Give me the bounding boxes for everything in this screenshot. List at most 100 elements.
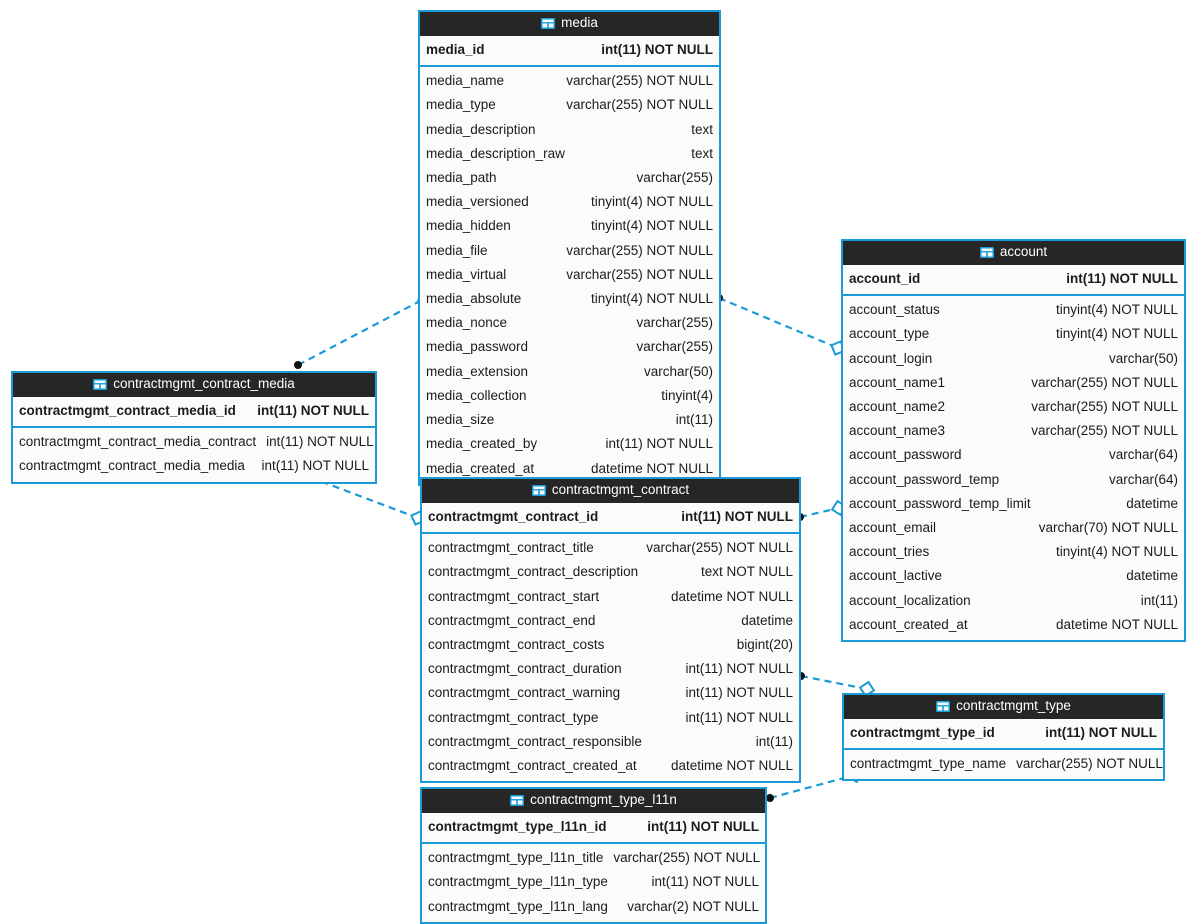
- attribute-name: account_status: [849, 302, 940, 318]
- attribute-name: contractmgmt_contract_id: [428, 508, 599, 524]
- attribute-name: contractmgmt_contract_description: [428, 564, 639, 580]
- attribute-type: varchar(255) NOT NULL: [1031, 423, 1178, 439]
- attribute-name: contractmgmt_contract_type: [428, 709, 599, 725]
- primary-key-section: contractmgmt_contract_id int(11) NOT NULL: [422, 503, 799, 535]
- attribute-type: datetime: [741, 612, 793, 628]
- attribute-type: int(11) NOT NULL: [651, 874, 759, 890]
- entity-header-contractmgmt_type[interactable]: contractmgmt_type: [844, 695, 1163, 719]
- attribute-type: datetime NOT NULL: [670, 758, 793, 774]
- attribute-type: datetime: [1126, 495, 1178, 511]
- attribute-type: tinyint(4) NOT NULL: [1055, 544, 1178, 560]
- attribute-name: account_name3: [849, 423, 946, 439]
- attribute-name: contractmgmt_contract_title: [428, 540, 594, 556]
- attribute-name: account_email: [849, 520, 937, 536]
- relationship-line: [297, 298, 425, 366]
- attribute-name: contractmgmt_contract_start: [428, 588, 600, 604]
- relationship-rel-media-account[interactable]: [715, 294, 846, 356]
- relationship-rel-contract-account[interactable]: [796, 499, 848, 521]
- entity-header-contractmgmt_type_l11n[interactable]: contractmgmt_type_l11n: [422, 789, 765, 813]
- entity-header-contractmgmt_contract[interactable]: contractmgmt_contract: [422, 479, 799, 503]
- attribute-type: varchar(255): [636, 339, 713, 355]
- attribute-row[interactable]: account_name3 varchar(255) NOT NULL: [843, 419, 1184, 443]
- attribute-row[interactable]: media_password varchar(255): [420, 335, 719, 359]
- attribute-row-primary-key[interactable]: contractmgmt_contract_id int(11) NOT NULL: [422, 505, 799, 529]
- attribute-name: media_password: [426, 339, 529, 355]
- entity-contractmgmt_type_l11n[interactable]: contractmgmt_type_l11n contractmgmt_type_…: [420, 787, 767, 924]
- entity-title: media: [561, 15, 598, 30]
- relationship-rel-ccm-media[interactable]: [294, 291, 432, 369]
- attribute-name: contractmgmt_type_l11n_title: [428, 850, 604, 866]
- attribute-name: contractmgmt_contract_media_media: [19, 458, 245, 474]
- attribute-type: int(11) NOT NULL: [261, 458, 369, 474]
- attribute-name: media_virtual: [426, 266, 507, 282]
- attribute-type: int(11) NOT NULL: [685, 661, 793, 677]
- attribute-type: varchar(50): [643, 363, 713, 379]
- attribute-type: datetime NOT NULL: [1055, 616, 1178, 632]
- entity-header-media[interactable]: media: [420, 12, 719, 36]
- attribute-name: media_nonce: [426, 315, 508, 331]
- entity-title: contractmgmt_type_l11n: [530, 792, 677, 807]
- attribute-type: int(11) NOT NULL: [605, 436, 713, 452]
- entity-header-account[interactable]: account: [843, 241, 1184, 265]
- attribute-type: int(11) NOT NULL: [266, 434, 374, 450]
- attribute-type: int(11) NOT NULL: [681, 508, 793, 524]
- attribute-row[interactable]: contractmgmt_contract_media_media int(11)…: [13, 454, 375, 478]
- entity-header-contractmgmt_contract_media[interactable]: contractmgmt_contract_media: [13, 373, 375, 397]
